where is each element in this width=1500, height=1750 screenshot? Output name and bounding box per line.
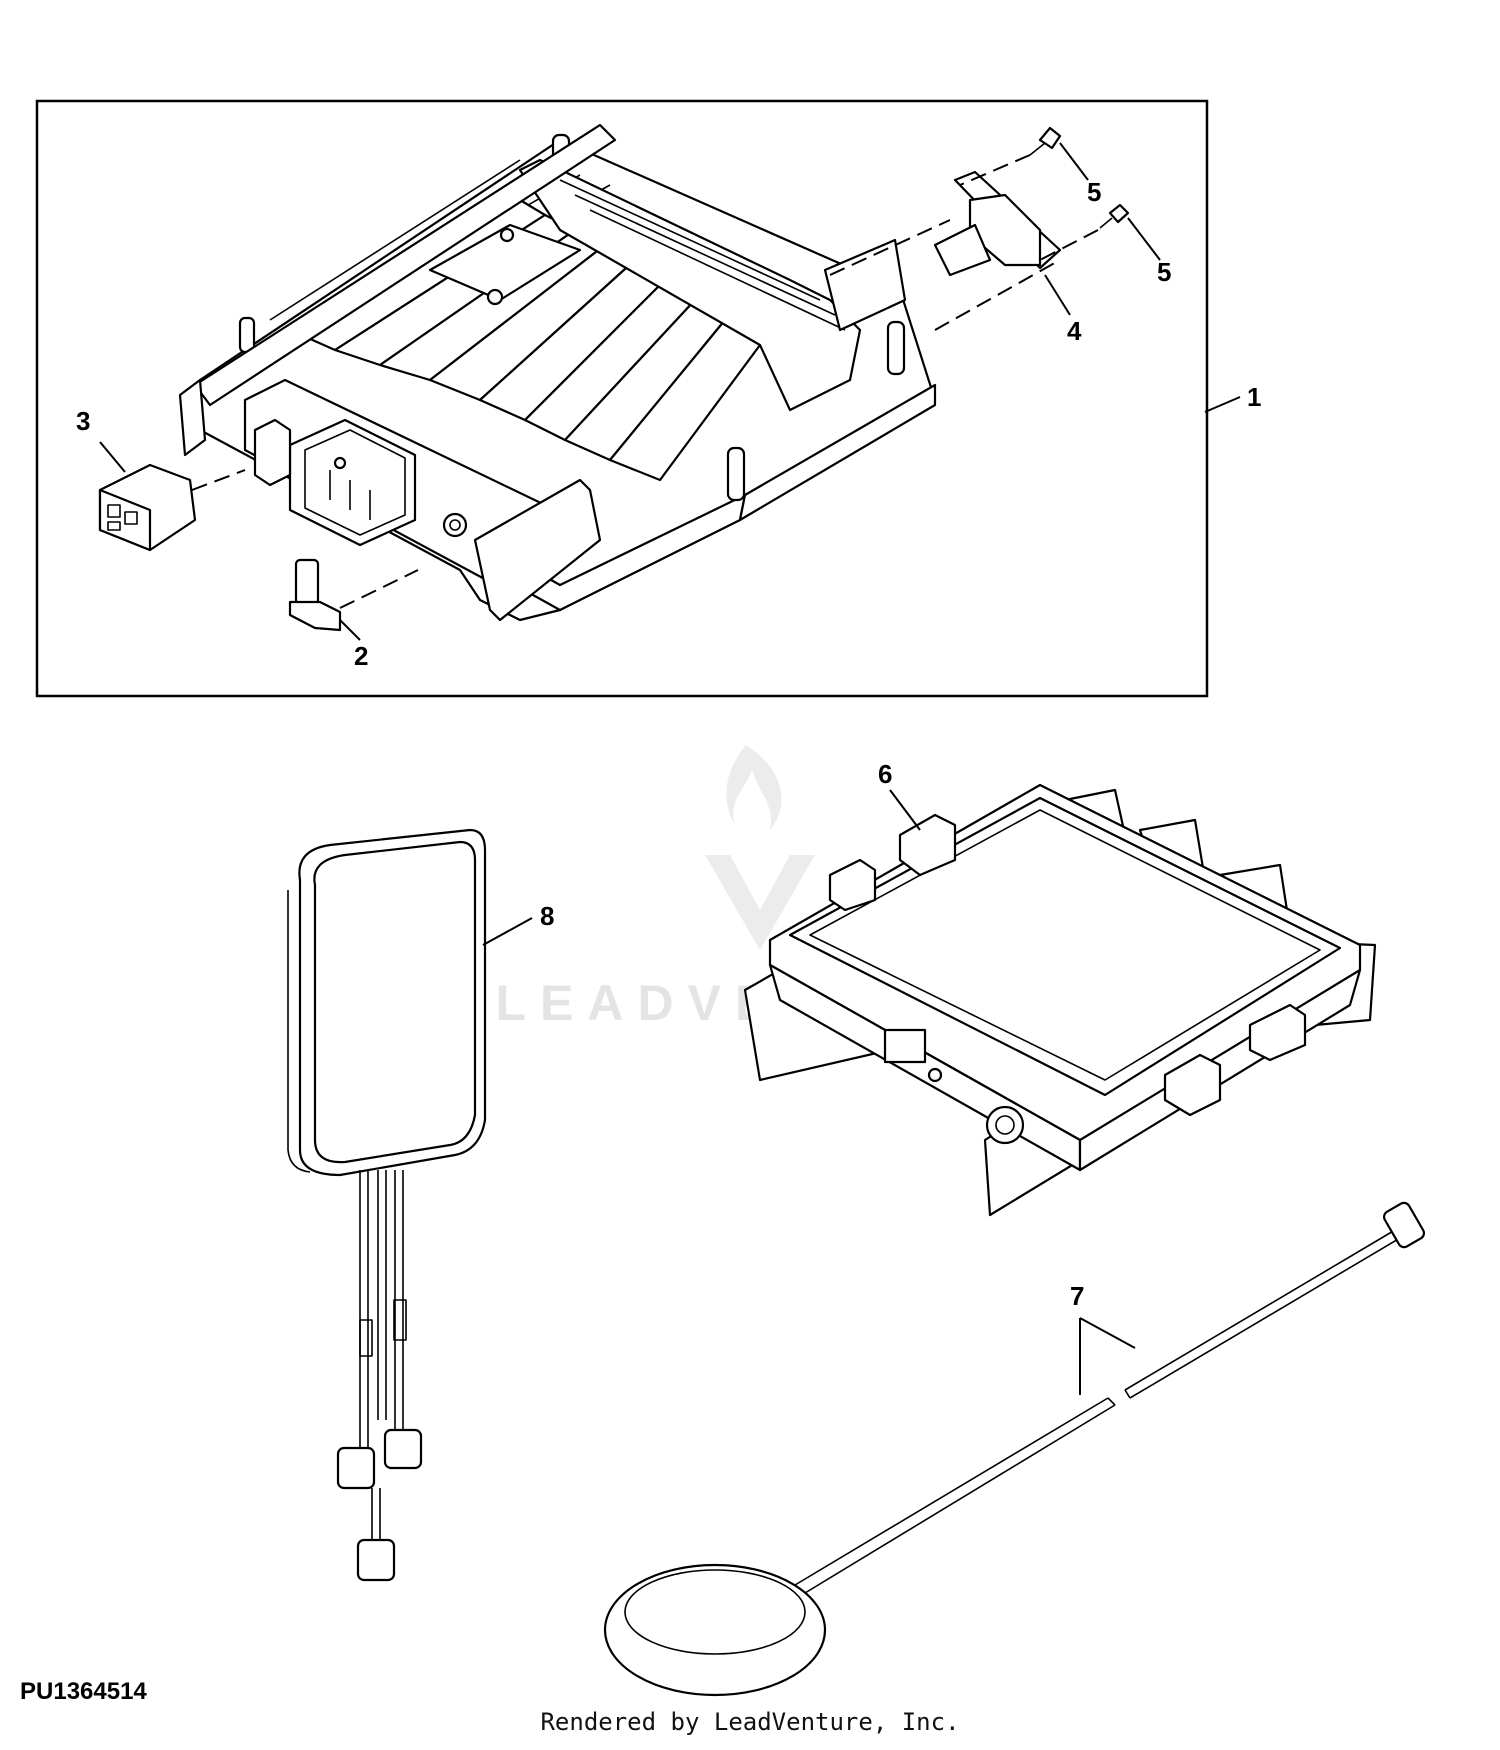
leader-1 (1204, 396, 1241, 413)
antenna-module (287, 828, 487, 1582)
leader-8 (482, 917, 533, 946)
leader-6 (889, 789, 921, 831)
gps-antenna-cable (603, 1201, 1426, 1697)
leader-dash-3 (191, 469, 246, 491)
leader-4 (1044, 274, 1071, 316)
render-credit: Rendered by LeadVenture, Inc. (540, 1708, 960, 1736)
callout-5-lower: 5 (1157, 257, 1171, 287)
leader-5-lower (1127, 217, 1161, 261)
callout-3: 3 (76, 406, 90, 436)
screw-upper (1029, 126, 1062, 156)
watermark-flame-icon (705, 745, 815, 950)
callout-4: 4 (1067, 316, 1082, 346)
figure-id: PU1364514 (20, 1678, 147, 1705)
leader-7 (1079, 1317, 1136, 1395)
assembly-frame (35, 99, 1209, 698)
callout-7: 7 (1070, 1281, 1084, 1311)
connector-plug (98, 463, 197, 552)
callout-1: 1 (1247, 382, 1261, 412)
callout-8: 8 (540, 901, 554, 931)
elbow-adapter (288, 558, 342, 632)
leader-3 (99, 441, 126, 473)
leader-dash-5a (959, 154, 1031, 186)
callout-2: 2 (354, 641, 368, 671)
leader-2 (339, 619, 361, 641)
callout-5-upper: 5 (1087, 177, 1101, 207)
telematics-controller (743, 783, 1377, 1217)
leader-dash-5b (1039, 229, 1099, 261)
callout-6: 6 (878, 759, 892, 789)
rear-connector (933, 170, 1062, 277)
leader-dash-4 (829, 219, 951, 276)
controller-assembly (178, 123, 937, 622)
leader-5-upper (1059, 142, 1089, 181)
screw-lower (1099, 203, 1130, 229)
leader-dash-2 (339, 569, 419, 609)
